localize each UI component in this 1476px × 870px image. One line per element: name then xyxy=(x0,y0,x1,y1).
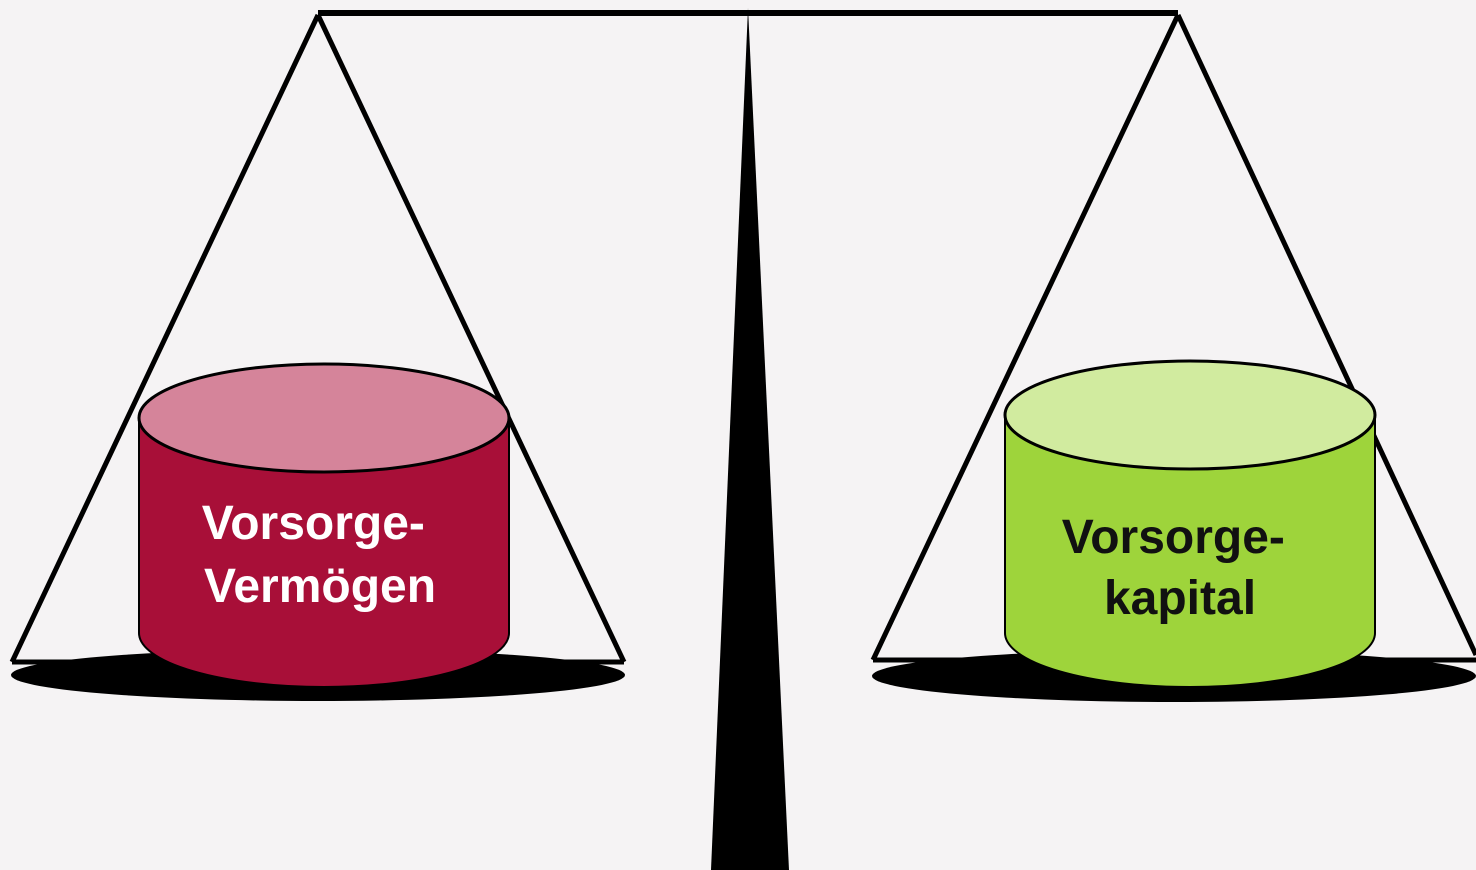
left-cylinder-body xyxy=(138,419,510,688)
right-cylinder-body xyxy=(1004,414,1376,688)
right-pan-group: Vorsorge- kapital xyxy=(870,13,1476,702)
left-cylinder-label: Vorsorge- Vermögen xyxy=(202,497,439,613)
scale-post xyxy=(711,8,789,870)
right-label-line-2: kapital xyxy=(1104,572,1256,625)
right-label-line-1: Vorsorge- xyxy=(1062,511,1285,564)
left-label-line-1: Vorsorge- xyxy=(202,497,425,550)
right-cylinder-label: Vorsorge- kapital xyxy=(1062,511,1299,625)
right-pan-string-right xyxy=(1175,13,1476,657)
left-pan-string-right xyxy=(315,13,627,664)
left-cylinder-top xyxy=(137,362,511,474)
left-pan-group: Vorsorge- Vermögen xyxy=(9,13,627,701)
right-cylinder-top xyxy=(1003,359,1377,471)
right-pan-string-left xyxy=(870,13,1181,662)
left-pan-string-left xyxy=(9,13,321,664)
left-label-line-2: Vermögen xyxy=(204,560,436,613)
